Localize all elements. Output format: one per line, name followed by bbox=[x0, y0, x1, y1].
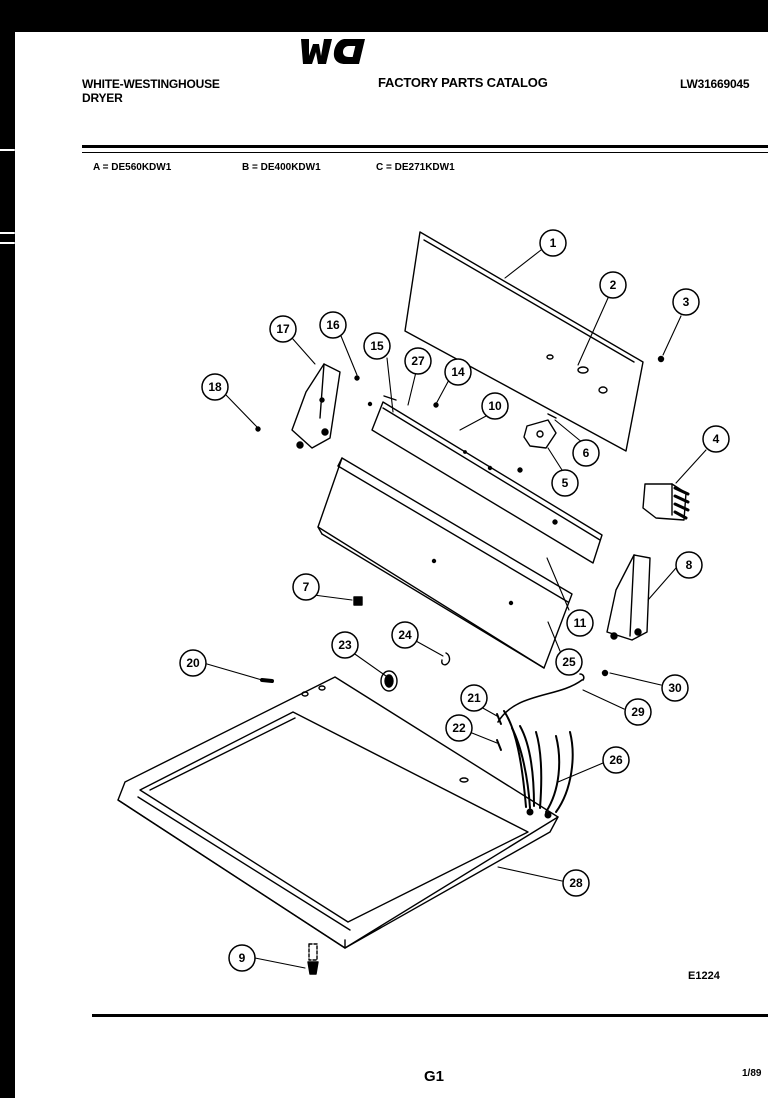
callout-25: 25 bbox=[562, 655, 576, 669]
wci-logo bbox=[301, 39, 365, 64]
callout-24: 24 bbox=[398, 628, 412, 642]
callout-8: 8 bbox=[686, 558, 693, 572]
callout-16: 16 bbox=[326, 318, 340, 332]
callout-29: 29 bbox=[631, 705, 645, 719]
footer-rule bbox=[92, 1014, 768, 1017]
callout-27: 27 bbox=[411, 354, 425, 368]
callout-7: 7 bbox=[303, 580, 310, 594]
part-25-console bbox=[317, 457, 573, 669]
callout-3: 3 bbox=[683, 295, 690, 309]
header-rule-top bbox=[82, 145, 768, 148]
part-1-back-panel bbox=[404, 231, 644, 452]
part-21-clip bbox=[496, 713, 502, 725]
callout-15: 15 bbox=[370, 339, 384, 353]
frame-ticks bbox=[0, 149, 15, 244]
callout-20: 20 bbox=[186, 656, 200, 670]
part-23-knob bbox=[380, 670, 398, 692]
part-28-top-cover bbox=[117, 676, 559, 949]
catalog-number: LW31669045 bbox=[680, 77, 750, 91]
part-17-left-endcap bbox=[291, 363, 341, 449]
page-label: G1 bbox=[424, 1068, 445, 1085]
callout-4: 4 bbox=[713, 432, 720, 446]
callout-21: 21 bbox=[467, 691, 481, 705]
part-22-clip bbox=[496, 739, 502, 751]
callout-18: 18 bbox=[208, 380, 222, 394]
product-name: DRYER bbox=[82, 90, 123, 105]
manufacturer-name: WHITE-WESTINGHOUSE bbox=[82, 77, 220, 91]
callout-23: 23 bbox=[338, 638, 352, 652]
model-a: A = DE560KDW1 bbox=[93, 162, 172, 173]
callout-14: 14 bbox=[451, 365, 465, 379]
callout-10: 10 bbox=[488, 399, 502, 413]
catalog-title: FACTORY PARTS CATALOG bbox=[378, 75, 548, 90]
part-9-leg bbox=[307, 943, 319, 975]
small-hardware bbox=[255, 355, 665, 677]
part-29-wire bbox=[497, 673, 585, 723]
part-10-control-panel bbox=[371, 395, 603, 564]
part-8-right-endcap bbox=[606, 554, 651, 641]
callout-26: 26 bbox=[609, 753, 623, 767]
revision-date: 1/89 bbox=[742, 1068, 762, 1079]
part-26-harness bbox=[503, 710, 574, 819]
callout-9: 9 bbox=[239, 951, 246, 965]
callout-28: 28 bbox=[569, 876, 583, 890]
callout-22: 22 bbox=[452, 721, 466, 735]
leader-lines bbox=[206, 249, 707, 969]
part-20-screw bbox=[260, 678, 274, 683]
callout-1: 1 bbox=[550, 236, 557, 250]
callout-17: 17 bbox=[276, 322, 290, 336]
part-24-clip bbox=[441, 652, 451, 666]
callout-30: 30 bbox=[668, 681, 682, 695]
part-4-timer bbox=[642, 483, 690, 521]
callout-11: 11 bbox=[574, 616, 587, 630]
manufacturer-label: WHITE-WESTINGHOUSE DRYER bbox=[82, 77, 220, 106]
header-rule-bottom bbox=[82, 152, 768, 153]
drawing-code: E1224 bbox=[688, 970, 720, 982]
callout-6: 6 bbox=[583, 446, 590, 460]
callout-5: 5 bbox=[562, 476, 569, 490]
callout-2: 2 bbox=[610, 278, 617, 292]
model-c: C = DE271KDW1 bbox=[376, 162, 455, 173]
part-5-switch bbox=[523, 413, 557, 449]
model-b: B = DE400KDW1 bbox=[242, 162, 321, 173]
callout-circles bbox=[179, 229, 730, 972]
